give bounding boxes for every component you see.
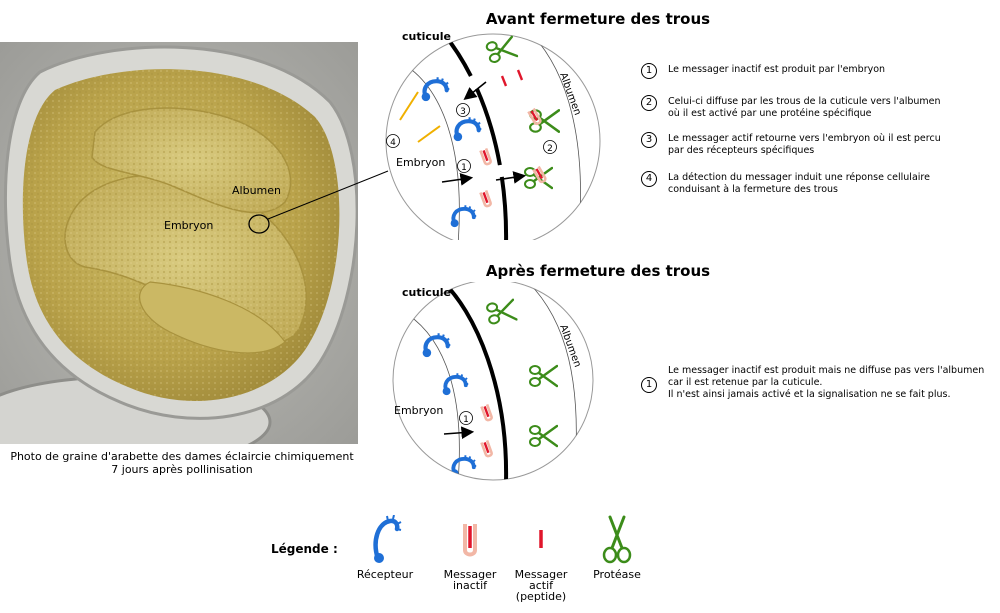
embryo-label: Embryon bbox=[396, 156, 445, 169]
step-text-line: Il n'est ainsi jamais activé et la signa… bbox=[668, 389, 984, 401]
step-text-line: conduisant à la fermeture des trous bbox=[668, 184, 930, 196]
active-messenger-icon bbox=[508, 520, 574, 565]
cuticle-label: cuticule bbox=[402, 30, 451, 43]
legend-active-line-3: (peptide) bbox=[508, 591, 574, 602]
receptor-icon bbox=[350, 515, 420, 565]
marker-number-4: 4 bbox=[390, 138, 396, 148]
legend-active-messenger: Messager actif (peptide) bbox=[508, 520, 574, 602]
step-text: Celui-ci diffuse par les trous de la cut… bbox=[668, 96, 941, 120]
step-text-line: Le messager inactif est produit par l'em… bbox=[668, 64, 885, 76]
step-text-line: car il est retenue par la cuticule. bbox=[668, 377, 984, 389]
seed-photo: Albumen Embryon bbox=[0, 42, 358, 444]
step-text-line: Celui-ci diffuse par les trous de la cut… bbox=[668, 96, 941, 108]
diagram-after: 1 cuticule Embryon Albumen bbox=[378, 282, 608, 482]
step-text-line: La détection du messager induit une répo… bbox=[668, 172, 930, 184]
step-text-line: Le messager actif retourne vers l'embryo… bbox=[668, 133, 941, 145]
step-text: Le messager inactif est produit par l'em… bbox=[668, 64, 885, 76]
photo-caption-line-2: 7 jours après pollinisation bbox=[0, 463, 364, 476]
cuticle-label-after: cuticule bbox=[402, 286, 451, 299]
legend-inactive-line-2: inactif bbox=[438, 580, 502, 591]
step-text: La détection du messager induit une répo… bbox=[668, 172, 930, 196]
diagram-before: 3 4 1 2 cuticule Embryon Albumen bbox=[378, 30, 608, 240]
step-number: 4 bbox=[641, 171, 657, 187]
step-number: 1 bbox=[641, 377, 657, 393]
photo-albumen-label: Albumen bbox=[232, 184, 281, 197]
step-before-3: 3 Le messager actif retourne vers l'embr… bbox=[641, 133, 971, 157]
legend-protease: Protéase bbox=[584, 515, 650, 580]
marker-number-1-after: 1 bbox=[463, 415, 469, 425]
protease-scissors-icon bbox=[584, 515, 650, 565]
step-text-line: Le messager inactif est produit mais ne … bbox=[668, 365, 984, 377]
step-text: Le messager actif retourne vers l'embryo… bbox=[668, 133, 941, 157]
legend-active-label: Messager actif (peptide) bbox=[508, 569, 574, 602]
legend-inactive-label: Messager inactif bbox=[438, 569, 502, 591]
seed-photo-illustration bbox=[0, 42, 358, 444]
photo-caption-line-1: Photo de graine d'arabette des dames écl… bbox=[0, 450, 364, 463]
photo-caption: Photo de graine d'arabette des dames écl… bbox=[0, 450, 364, 476]
marker-number-1: 1 bbox=[461, 163, 467, 173]
step-before-2: 2 Celui-ci diffuse par les trous de la c… bbox=[641, 96, 971, 120]
legend-title: Légende : bbox=[271, 542, 338, 556]
step-before-1: 1 Le messager inactif est produit par l'… bbox=[641, 64, 971, 79]
legend-receptor: Récepteur bbox=[350, 515, 420, 580]
step-number: 3 bbox=[641, 132, 657, 148]
step-text: Le messager inactif est produit mais ne … bbox=[668, 365, 984, 401]
inactive-messenger-icon bbox=[438, 520, 502, 565]
marker-number-2: 2 bbox=[547, 144, 553, 154]
marker-number-3: 3 bbox=[460, 107, 466, 117]
photo-embryo-label: Embryon bbox=[164, 219, 213, 232]
step-text-line: où il est activé par une protéine spécif… bbox=[668, 108, 941, 120]
title-after: Après fermeture des trous bbox=[418, 262, 778, 280]
step-text-line: par des récepteurs spécifiques bbox=[668, 145, 941, 157]
step-number: 2 bbox=[641, 95, 657, 111]
embryo-label-after: Embryon bbox=[394, 404, 443, 417]
title-before: Avant fermeture des trous bbox=[418, 10, 778, 28]
legend-receptor-label: Récepteur bbox=[350, 569, 420, 580]
step-number: 1 bbox=[641, 63, 657, 79]
step-before-4: 4 La détection du messager induit une ré… bbox=[641, 172, 971, 196]
step-after-1: 1 Le messager inactif est produit mais n… bbox=[641, 365, 986, 401]
legend-inactive-messenger: Messager inactif bbox=[438, 520, 502, 591]
legend-protease-label: Protéase bbox=[584, 569, 650, 580]
